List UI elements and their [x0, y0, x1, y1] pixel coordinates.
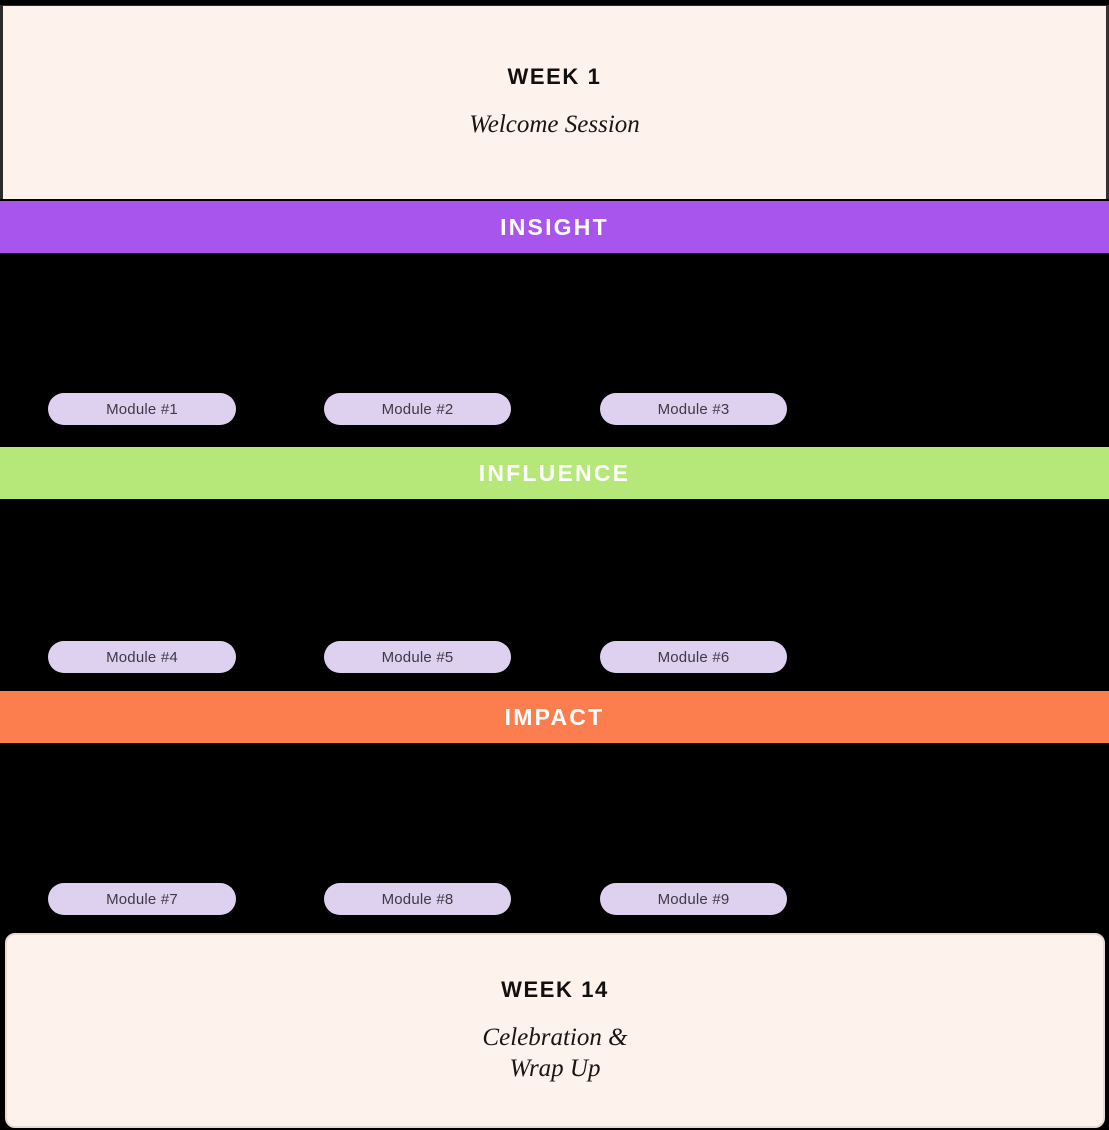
module-pill[interactable]: Module #5 [324, 641, 511, 673]
module-row-impact: Module #7 Module #8 Module #9 [0, 883, 1109, 915]
module-pill[interactable]: Module #9 [600, 883, 787, 915]
phase-band-influence-label: INFLUENCE [478, 459, 631, 486]
module-pill-label: Module #7 [106, 890, 178, 908]
week-start-subtitle: Welcome Session [469, 111, 640, 139]
module-pill[interactable]: Module #8 [324, 883, 511, 915]
module-pill[interactable]: Module #2 [324, 393, 511, 425]
module-pill-label: Module #5 [381, 648, 454, 666]
week-start-card: WEEK 1 Welcome Session [0, 5, 1109, 199]
week-end-title: WEEK 14 [501, 976, 609, 1002]
module-pill-label: Module #3 [657, 400, 730, 418]
phase-band-insight[interactable]: INSIGHT [0, 201, 1109, 253]
module-pill[interactable]: Module #3 [600, 393, 787, 425]
module-pill-label: Module #1 [106, 400, 178, 418]
phase-band-impact-label: IMPACT [504, 703, 605, 730]
module-row-influence: Module #4 Module #5 Module #6 [0, 641, 1109, 673]
phase-band-influence[interactable]: INFLUENCE [0, 447, 1109, 499]
module-pill-label: Module #4 [106, 648, 178, 666]
week-end-subtitle-line-1: Celebration & [482, 1024, 628, 1052]
module-row-insight: Module #1 Module #2 Module #3 [0, 393, 1109, 425]
module-pill[interactable]: Module #1 [48, 393, 236, 425]
phase-band-insight-label: INSIGHT [500, 213, 609, 240]
module-pill-label: Module #9 [657, 890, 730, 908]
module-pill[interactable]: Module #6 [600, 641, 787, 673]
week-start-title: WEEK 1 [507, 64, 602, 90]
week-end-subtitle: Celebration & Wrap Up [482, 1023, 627, 1084]
week-end-subtitle-line-2: Wrap Up [509, 1054, 601, 1082]
module-pill-label: Module #6 [657, 648, 730, 666]
phase-band-impact[interactable]: IMPACT [0, 691, 1109, 743]
week-end-card: WEEK 14 Celebration & Wrap Up [5, 933, 1105, 1128]
module-pill[interactable]: Module #7 [48, 883, 236, 915]
module-pill[interactable]: Module #4 [48, 641, 236, 673]
module-pill-label: Module #2 [381, 400, 454, 418]
module-pill-label: Module #8 [381, 890, 454, 908]
